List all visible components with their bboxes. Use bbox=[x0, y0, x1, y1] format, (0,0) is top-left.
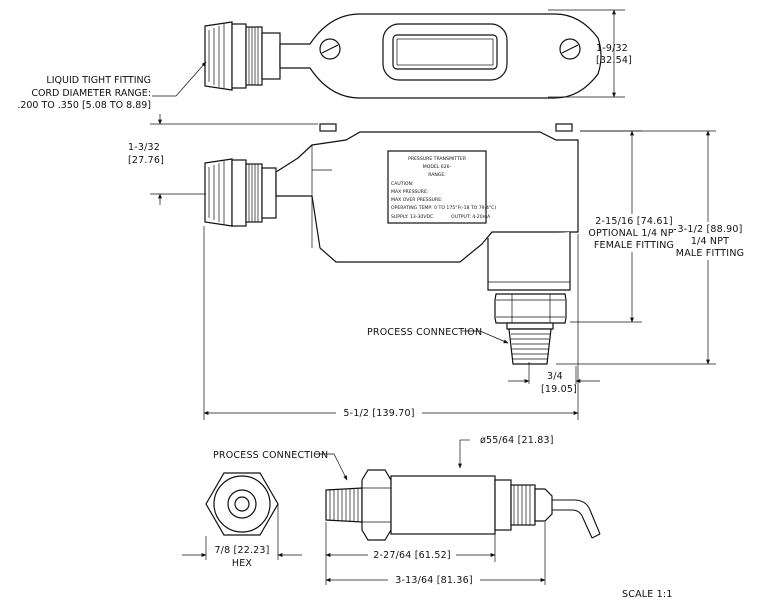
nameplate-max-over-pressure: MAX OVER PRESSURE: bbox=[391, 197, 443, 203]
top-view: 1-9/32 [32.54] LIQUID TIGHT FITTING CORD… bbox=[17, 9, 632, 111]
male-fitting-note-2: MALE FITTING bbox=[676, 248, 744, 259]
nameplate-model: MODEL 626- bbox=[423, 164, 452, 170]
nameplate-output: OUTPUT: 4-20mA bbox=[451, 214, 491, 220]
fitting-note-leader bbox=[152, 61, 207, 97]
total-length-dim: 3-13/64 [81.36] bbox=[395, 575, 472, 586]
bottom-view-thread bbox=[325, 487, 363, 523]
top-view-height-dim: 1-9/32 bbox=[596, 43, 628, 54]
scale-note: SCALE 1:1 bbox=[622, 589, 673, 600]
side-view-top-dim: 1-3/32 bbox=[128, 142, 160, 153]
side-view: PRESSURE TRANSMITTER MODEL 626- RANGE: C… bbox=[128, 114, 744, 420]
nameplate-caution: CAUTION: bbox=[391, 181, 414, 187]
diameter-dim: ø55/64 [21.83] bbox=[480, 435, 554, 446]
nameplate-max-pressure: MAX PRESSURE: bbox=[391, 189, 429, 195]
top-view-housing bbox=[279, 13, 602, 99]
top-view-screw-left bbox=[319, 38, 341, 60]
nameplate-title: PRESSURE TRANSMITTER bbox=[408, 156, 467, 162]
bottom-view-cable bbox=[552, 499, 601, 535]
hex-dim: 7/8 [22.23] bbox=[214, 545, 269, 556]
bottom-view-hex-nut bbox=[361, 469, 392, 541]
female-fitting-note-2: FEMALE FITTING bbox=[594, 240, 674, 251]
bottom-view-body bbox=[390, 475, 496, 535]
short-length-dim: 2-27/64 [61.52] bbox=[373, 550, 450, 561]
side-view-process-connection-leader bbox=[462, 330, 509, 344]
fitting-note-line-3: .200 TO .350 [5.08 TO 8.89] bbox=[17, 100, 151, 111]
female-fitting-note-1: OPTIONAL 1/4 NPT bbox=[588, 228, 679, 239]
nameplate-supply: SUPPLY: 13-30VDC bbox=[391, 214, 433, 220]
nameplate-range: RANGE: bbox=[428, 172, 446, 178]
nameplate-operating-temp: OPERATING TEMP: 0 TO 175°F(-18 TO 79.4°C… bbox=[391, 205, 496, 211]
fitting-note-line-1: LIQUID TIGHT FITTING bbox=[46, 75, 151, 86]
nozzle-dim: 3/4 bbox=[547, 371, 563, 382]
fitting-note-line-2: CORD DIAMETER RANGE: bbox=[31, 88, 151, 99]
bottom-view-process-connection-leader bbox=[315, 453, 348, 481]
top-view-cord-fitting bbox=[204, 21, 281, 91]
nameplate: PRESSURE TRANSMITTER MODEL 626- RANGE: C… bbox=[387, 150, 496, 224]
male-fitting-dim: 3-1/2 [88.90] bbox=[678, 224, 743, 235]
side-view-cord-fitting bbox=[204, 158, 277, 227]
end-view: 7/8 [22.23] HEX bbox=[182, 472, 302, 569]
side-view-process-connection-label: PROCESS CONNECTION bbox=[367, 327, 482, 338]
nozzle-dim-metric: [19.05] bbox=[541, 384, 577, 395]
top-view-screw-right bbox=[559, 38, 581, 60]
overall-length-dim: 5-1/2 [139.70] bbox=[343, 408, 414, 419]
side-view-process-connection bbox=[494, 293, 567, 365]
bottom-view-process-connection-label: PROCESS CONNECTION bbox=[213, 450, 328, 461]
hex-label: HEX bbox=[232, 558, 253, 569]
top-view-height-dim-metric: [32.54] bbox=[596, 55, 632, 66]
male-fitting-note-1: 1/4 NPT bbox=[691, 236, 729, 247]
female-fitting-dim: 2-15/16 [74.61] bbox=[595, 216, 672, 227]
bottom-view: PROCESS CONNECTION ø55/64 [21.83] 2-27/6… bbox=[213, 435, 601, 586]
side-view-top-dim-metric: [27.76] bbox=[128, 155, 164, 166]
